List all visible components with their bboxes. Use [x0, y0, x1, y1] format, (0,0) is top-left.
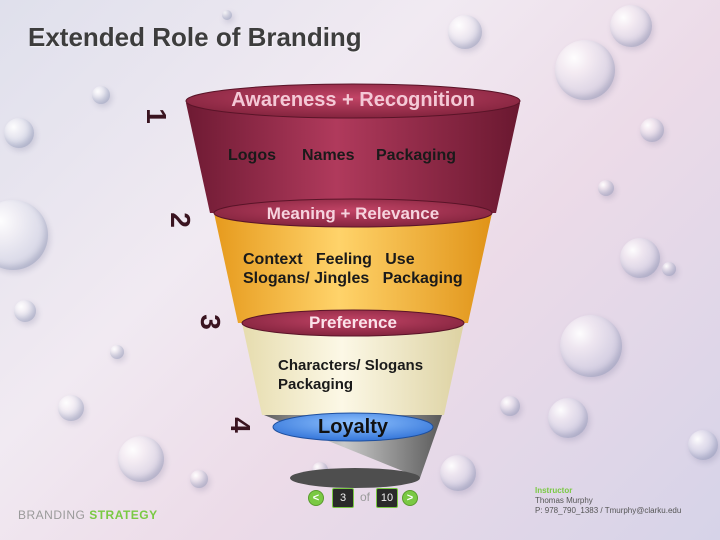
bubble-decoration — [555, 40, 615, 100]
funnel-cap-3 — [241, 309, 465, 337]
brand-word-branding: BRANDING — [18, 508, 86, 522]
bubble-decoration — [4, 118, 34, 148]
stage-4-heading: Loyalty — [317, 416, 389, 438]
bubble-decoration — [440, 455, 476, 491]
bubble-decoration — [14, 300, 36, 322]
stage-2-heading: Meaning + Relevance — [266, 204, 440, 223]
branding-strategy-label: BRANDING STRATEGY — [18, 508, 158, 522]
stage-1-item-packaging: Packaging — [376, 147, 457, 164]
instructor-name: Thomas Murphy — [535, 496, 593, 505]
stage-1-item-logos: Logos — [228, 147, 276, 164]
bubble-decoration — [110, 345, 124, 359]
bubble-decoration — [92, 86, 110, 104]
stage-3-heading: Preference — [309, 313, 397, 332]
stage-4-number: 4 — [224, 417, 256, 433]
stage-2-number: 2 — [164, 212, 196, 228]
funnel-segment-1 — [186, 103, 520, 213]
next-slide-button[interactable]: > — [402, 490, 418, 506]
funnel-cap-1 — [185, 83, 521, 119]
prev-slide-button[interactable]: < — [308, 490, 324, 506]
stage-2-items-line1: Context Feeling Use — [243, 251, 415, 268]
bubble-decoration — [548, 398, 588, 438]
bubble-decoration — [598, 180, 614, 196]
stage-2-items-line2: Slogans/ Jingles Packaging — [243, 270, 463, 287]
instructor-contact: P: 978_790_1383 / Tmurphy@clarku.edu — [535, 506, 682, 515]
bubble-decoration — [118, 436, 164, 482]
stage-3-number: 3 — [194, 314, 226, 330]
bubble-decoration — [190, 470, 208, 488]
page-title: Extended Role of Branding — [28, 22, 362, 52]
stage-3-items-line1: Characters/ Slogans — [278, 357, 424, 374]
instructor-info: Instructor Thomas Murphy P: 978_790_1383… — [535, 486, 681, 516]
stage-1-heading: Awareness + Recognition — [231, 89, 475, 111]
stage-3-items-line2: Packaging — [278, 376, 354, 393]
stage-1-number: 1 — [140, 108, 172, 124]
bubble-decoration — [620, 238, 660, 278]
bubble-decoration — [448, 15, 482, 49]
bubble-decoration — [560, 315, 622, 377]
funnel-bottom — [290, 468, 420, 488]
funnel-cap-2 — [213, 198, 493, 228]
bubble-decoration — [662, 262, 676, 276]
instructor-role: Instructor — [535, 486, 573, 495]
funnel-segment-3 — [242, 323, 464, 415]
bubble-decoration — [500, 396, 520, 416]
bubble-decoration — [610, 5, 652, 47]
bubble-decoration — [58, 395, 84, 421]
funnel-cap-4 — [272, 412, 434, 442]
total-pages-number: 10 — [376, 488, 398, 508]
page-of-label: of — [360, 490, 371, 504]
stage-1-item-names: Names — [302, 147, 355, 164]
brand-word-strategy: STRATEGY — [89, 508, 158, 522]
bubble-decoration — [688, 430, 718, 460]
funnel-segment-2 — [214, 213, 492, 323]
bubble-decoration — [222, 10, 232, 20]
current-page-number: 3 — [332, 488, 354, 508]
bubble-decoration — [640, 118, 664, 142]
